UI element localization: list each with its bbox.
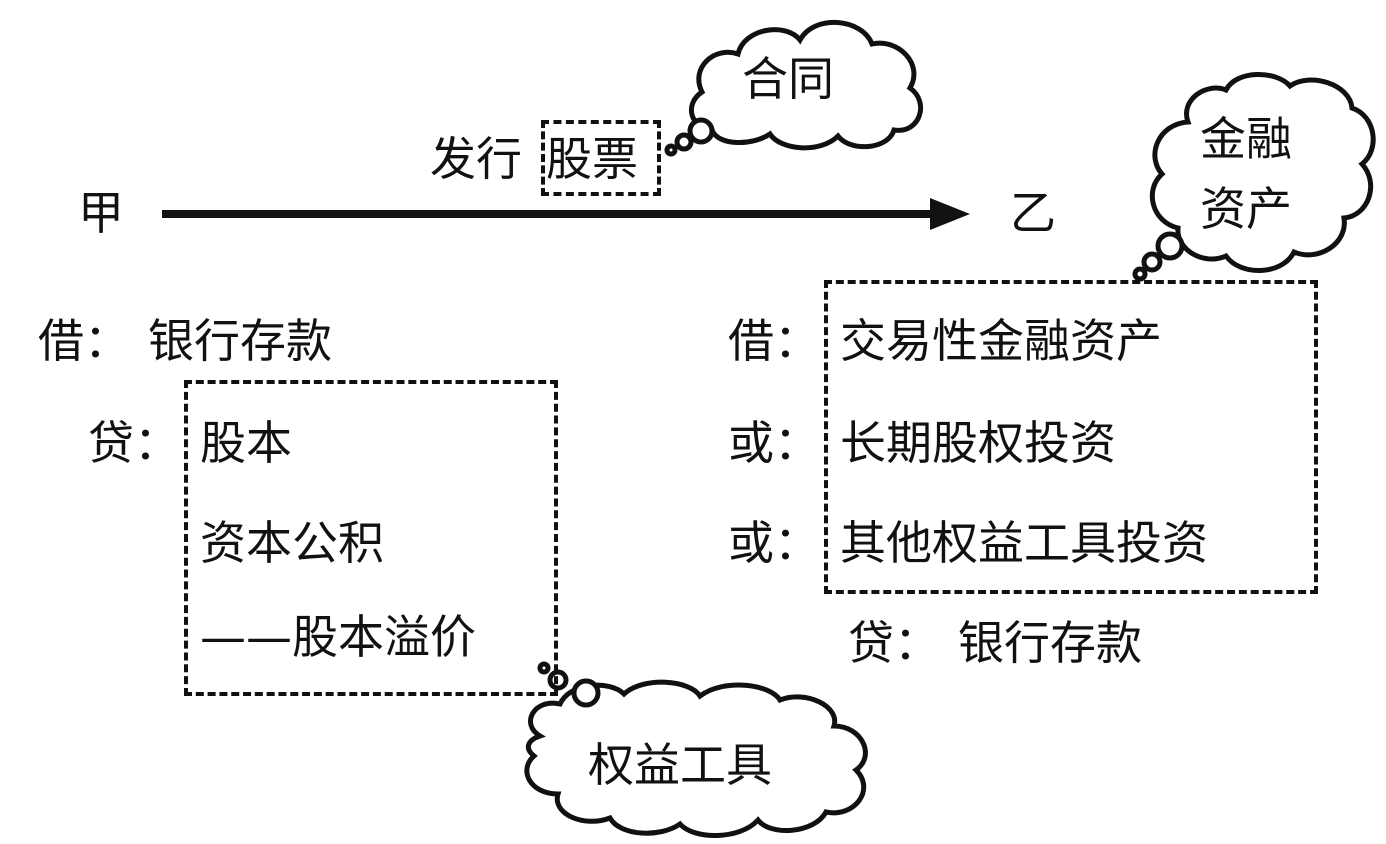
arrow-label-stock: 股票 <box>546 132 638 186</box>
cloud-financial-asset-text-2: 资产 <box>1200 182 1292 236</box>
cloud-financial-asset-bubble-2 <box>1141 251 1163 273</box>
issuer-credit-label: 贷： <box>88 416 180 470</box>
arrow-label-prefix: 发行 <box>430 132 522 186</box>
investor-credit-label: 贷： <box>848 616 940 670</box>
issue-arrow <box>162 198 970 230</box>
investor-credit-account: 银行存款 <box>958 616 1142 670</box>
issuer-credit-item: 资本公积 <box>200 516 384 570</box>
issuer-credit-item: ——股本溢价 <box>200 610 476 664</box>
issuer-debit-account: 银行存款 <box>148 314 332 368</box>
investor-debit-item: 长期股权投资 <box>840 416 1116 470</box>
investor-entry-label: 或： <box>728 516 820 570</box>
issuer-credit-item: 股本 <box>200 416 292 470</box>
cloud-financial-asset-text-1: 金融 <box>1200 112 1292 166</box>
party-a-label: 甲 <box>78 186 124 240</box>
investor-entry-label: 借： <box>728 314 820 368</box>
cloud-equity-bubble-3 <box>537 661 551 675</box>
cloud-contract-bubble-1 <box>687 117 715 145</box>
party-b-label: 乙 <box>1010 186 1056 240</box>
stock-highlight-box <box>541 120 661 196</box>
investor-debit-item: 交易性金融资产 <box>840 314 1162 368</box>
cloud-contract <box>664 19 923 157</box>
cloud-financial-asset-bubble-1 <box>1155 231 1185 261</box>
investor-debit-item: 其他权益工具投资 <box>840 516 1208 570</box>
cloud-equity-instrument <box>524 661 868 838</box>
cloud-financial-asset-bubble-3 <box>1132 266 1148 282</box>
cloud-equity-bubble-1 <box>571 678 601 708</box>
equity-credit-box <box>184 380 558 696</box>
arrow-head <box>930 198 970 230</box>
cloud-equity-instrument-text: 权益工具 <box>588 738 772 792</box>
cloud-financial-asset <box>1132 72 1376 282</box>
investor-entry-label: 或： <box>728 416 820 470</box>
cloud-contract-bubble-3 <box>664 143 678 157</box>
cloud-contract-bubble-2 <box>674 132 694 152</box>
cloud-contract-text: 合同 <box>742 52 834 106</box>
issuer-debit-label: 借： <box>38 314 130 368</box>
financial-asset-box <box>824 280 1318 594</box>
